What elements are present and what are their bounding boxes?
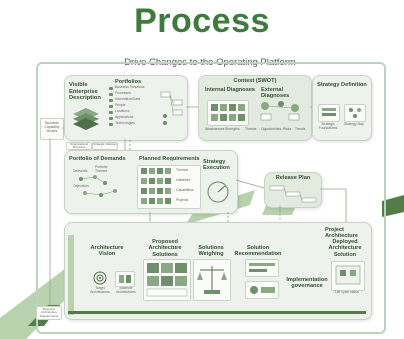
lifecycle-status-note: Life cycle status bbox=[334, 290, 360, 294]
portfolio-demands-heading: Portfolio of Demands bbox=[69, 156, 126, 162]
portfolio-item: Applications bbox=[115, 115, 134, 119]
swot-item: Strengths bbox=[225, 127, 240, 131]
internal-grid-icon bbox=[211, 104, 245, 121]
proposed-solutions-box bbox=[143, 259, 191, 301]
proposed-solutions-icon bbox=[146, 263, 188, 297]
enterprise-description-heading: Visible Enterprise Description bbox=[69, 82, 101, 102]
weighing-scale-icon bbox=[197, 266, 227, 294]
left-note-box: Business Capability Models bbox=[40, 118, 64, 140]
recommendation-detail-icon bbox=[250, 286, 275, 294]
foundations-icon bbox=[322, 108, 336, 116]
external-diagram-icon bbox=[260, 101, 300, 121]
org-structure-note: Organisational Structures bbox=[66, 142, 92, 150]
demand-item: Portfolio Themes bbox=[95, 165, 108, 173]
demand-item: Objectives bbox=[73, 184, 89, 188]
implementation-governance-label: Implementation governance bbox=[286, 277, 328, 290]
structure-tree-icon bbox=[160, 91, 183, 125]
band-right-dark bbox=[382, 195, 404, 217]
recommendation-box bbox=[245, 259, 279, 277]
release-timeline-icon bbox=[269, 185, 317, 203]
deployed-solution-icon bbox=[335, 265, 361, 285]
strategy-item: Strategy Map bbox=[343, 122, 365, 126]
panel-release-plan: Release Plan bbox=[264, 172, 322, 208]
deployed-solution-box bbox=[331, 261, 365, 291]
proposed-solutions-label: Proposed Architecture Solutions bbox=[148, 239, 182, 258]
portfolio-item: Technologies bbox=[115, 121, 135, 125]
layer-stack-icon bbox=[73, 108, 99, 130]
portfolio-item: Information/Data bbox=[115, 97, 141, 101]
architecture-vision-label: Architecture Vision bbox=[90, 245, 124, 258]
requirements-cells-icon bbox=[141, 168, 171, 204]
swot-item: Weaknesses bbox=[205, 127, 225, 131]
solutions-weighing-box bbox=[193, 259, 231, 301]
requirement-row: Projects bbox=[176, 198, 189, 202]
demand-network-icon bbox=[79, 175, 117, 197]
swot-item: Risks bbox=[283, 127, 292, 131]
strategy-map-icon bbox=[349, 108, 361, 118]
panel-context-swot: Context (SWOT) Internal Diagnoses Extern… bbox=[198, 75, 312, 141]
portfolio-bullet-icon bbox=[109, 93, 113, 96]
strategy-execution-heading: Strategy Execution bbox=[203, 159, 230, 172]
context-heading: Context (SWOT) bbox=[233, 78, 277, 84]
project-architecture-heading: Project Architecture bbox=[325, 227, 358, 240]
portfolio-bullet-icon bbox=[109, 123, 113, 126]
external-diagnoses-label: External Diagnoses bbox=[261, 87, 290, 100]
requirements-grid: Themes Initiatives Capabilities Projects bbox=[137, 165, 201, 209]
strategic-initiatives-text: Strategic Initiatives bbox=[93, 142, 117, 146]
panel-enterprise-description: Visible Enterprise Description Portfolio… bbox=[64, 75, 188, 141]
recommendation-detail-box bbox=[245, 281, 279, 299]
portfolio-bullet-icon bbox=[109, 99, 113, 102]
swot-item: Opportunities bbox=[261, 127, 282, 131]
org-structure-text: Organisational Structures bbox=[69, 142, 89, 150]
strategy-item: Strategic Foundations bbox=[318, 122, 338, 130]
band-bottom-left bbox=[0, 268, 82, 339]
internal-diagnoses-label: Internal Diagnoses bbox=[205, 87, 256, 93]
portfolio-item: People bbox=[115, 103, 126, 107]
portfolio-item: Locations bbox=[115, 109, 130, 113]
requirement-row: Themes bbox=[176, 168, 189, 172]
target-architectures-note: Target Architectures bbox=[90, 286, 110, 294]
outer-frame bbox=[36, 62, 386, 334]
portfolio-item: Business Functions bbox=[115, 85, 145, 89]
execution-gauge-icon bbox=[207, 181, 229, 203]
target-icon bbox=[93, 271, 107, 285]
requirement-row: Capabilities bbox=[176, 188, 194, 192]
panel-strategy-definition: Strategy Definition Strategic Foundation… bbox=[312, 75, 372, 141]
strategy-definition-heading: Strategy Definition bbox=[317, 82, 367, 88]
portfolio-bullet-icon bbox=[109, 117, 113, 120]
panel-strategy-execution: Portfolio of Demands Planned Requirement… bbox=[64, 150, 238, 214]
portfolio-bullet-icon bbox=[109, 87, 113, 90]
panel-project-architecture: Project Architecture Architecture Vision… bbox=[64, 222, 372, 320]
release-plan-heading: Release Plan bbox=[275, 175, 311, 181]
solution-recommendation-label: Solution Recommendation bbox=[234, 245, 282, 258]
demand-item: Demands bbox=[73, 169, 88, 173]
planned-requirements-heading: Planned Requirements bbox=[139, 156, 200, 162]
swot-item: Trends bbox=[295, 127, 306, 131]
recommendation-icon bbox=[249, 263, 275, 272]
deployed-solution-label: Deployed Architecture Solution bbox=[328, 239, 362, 258]
strategic-initiatives-note: Strategic Initiatives bbox=[92, 142, 118, 150]
page-title: Process bbox=[134, 2, 270, 40]
left-note-text: Business Capability Models bbox=[44, 121, 60, 133]
bottom-left-note-box: Business Architecture Requirements bbox=[36, 306, 62, 320]
bottom-left-note-text: Business Architecture Requirements bbox=[39, 307, 59, 318]
portfolios-heading: Portfolios bbox=[115, 79, 142, 85]
requirement-row: Initiatives bbox=[176, 178, 191, 182]
baseline-icon bbox=[119, 275, 131, 283]
baseline-box bbox=[115, 271, 135, 287]
solutions-weighing-label: Solutions Weighing bbox=[198, 245, 224, 258]
portfolio-bullet-icon bbox=[109, 111, 113, 114]
portfolio-item: Processes bbox=[115, 91, 131, 95]
baseline-architectures-note: Baseline Architectures bbox=[116, 286, 136, 294]
portfolio-bullet-icon bbox=[109, 105, 113, 108]
swot-item: Threats bbox=[245, 127, 257, 131]
internal-grid bbox=[207, 100, 249, 126]
strategic-foundations-box bbox=[318, 104, 340, 122]
architecture-left-rail bbox=[68, 235, 74, 315]
strategy-map-box bbox=[344, 104, 366, 122]
architecture-bottom-rail bbox=[68, 311, 366, 314]
